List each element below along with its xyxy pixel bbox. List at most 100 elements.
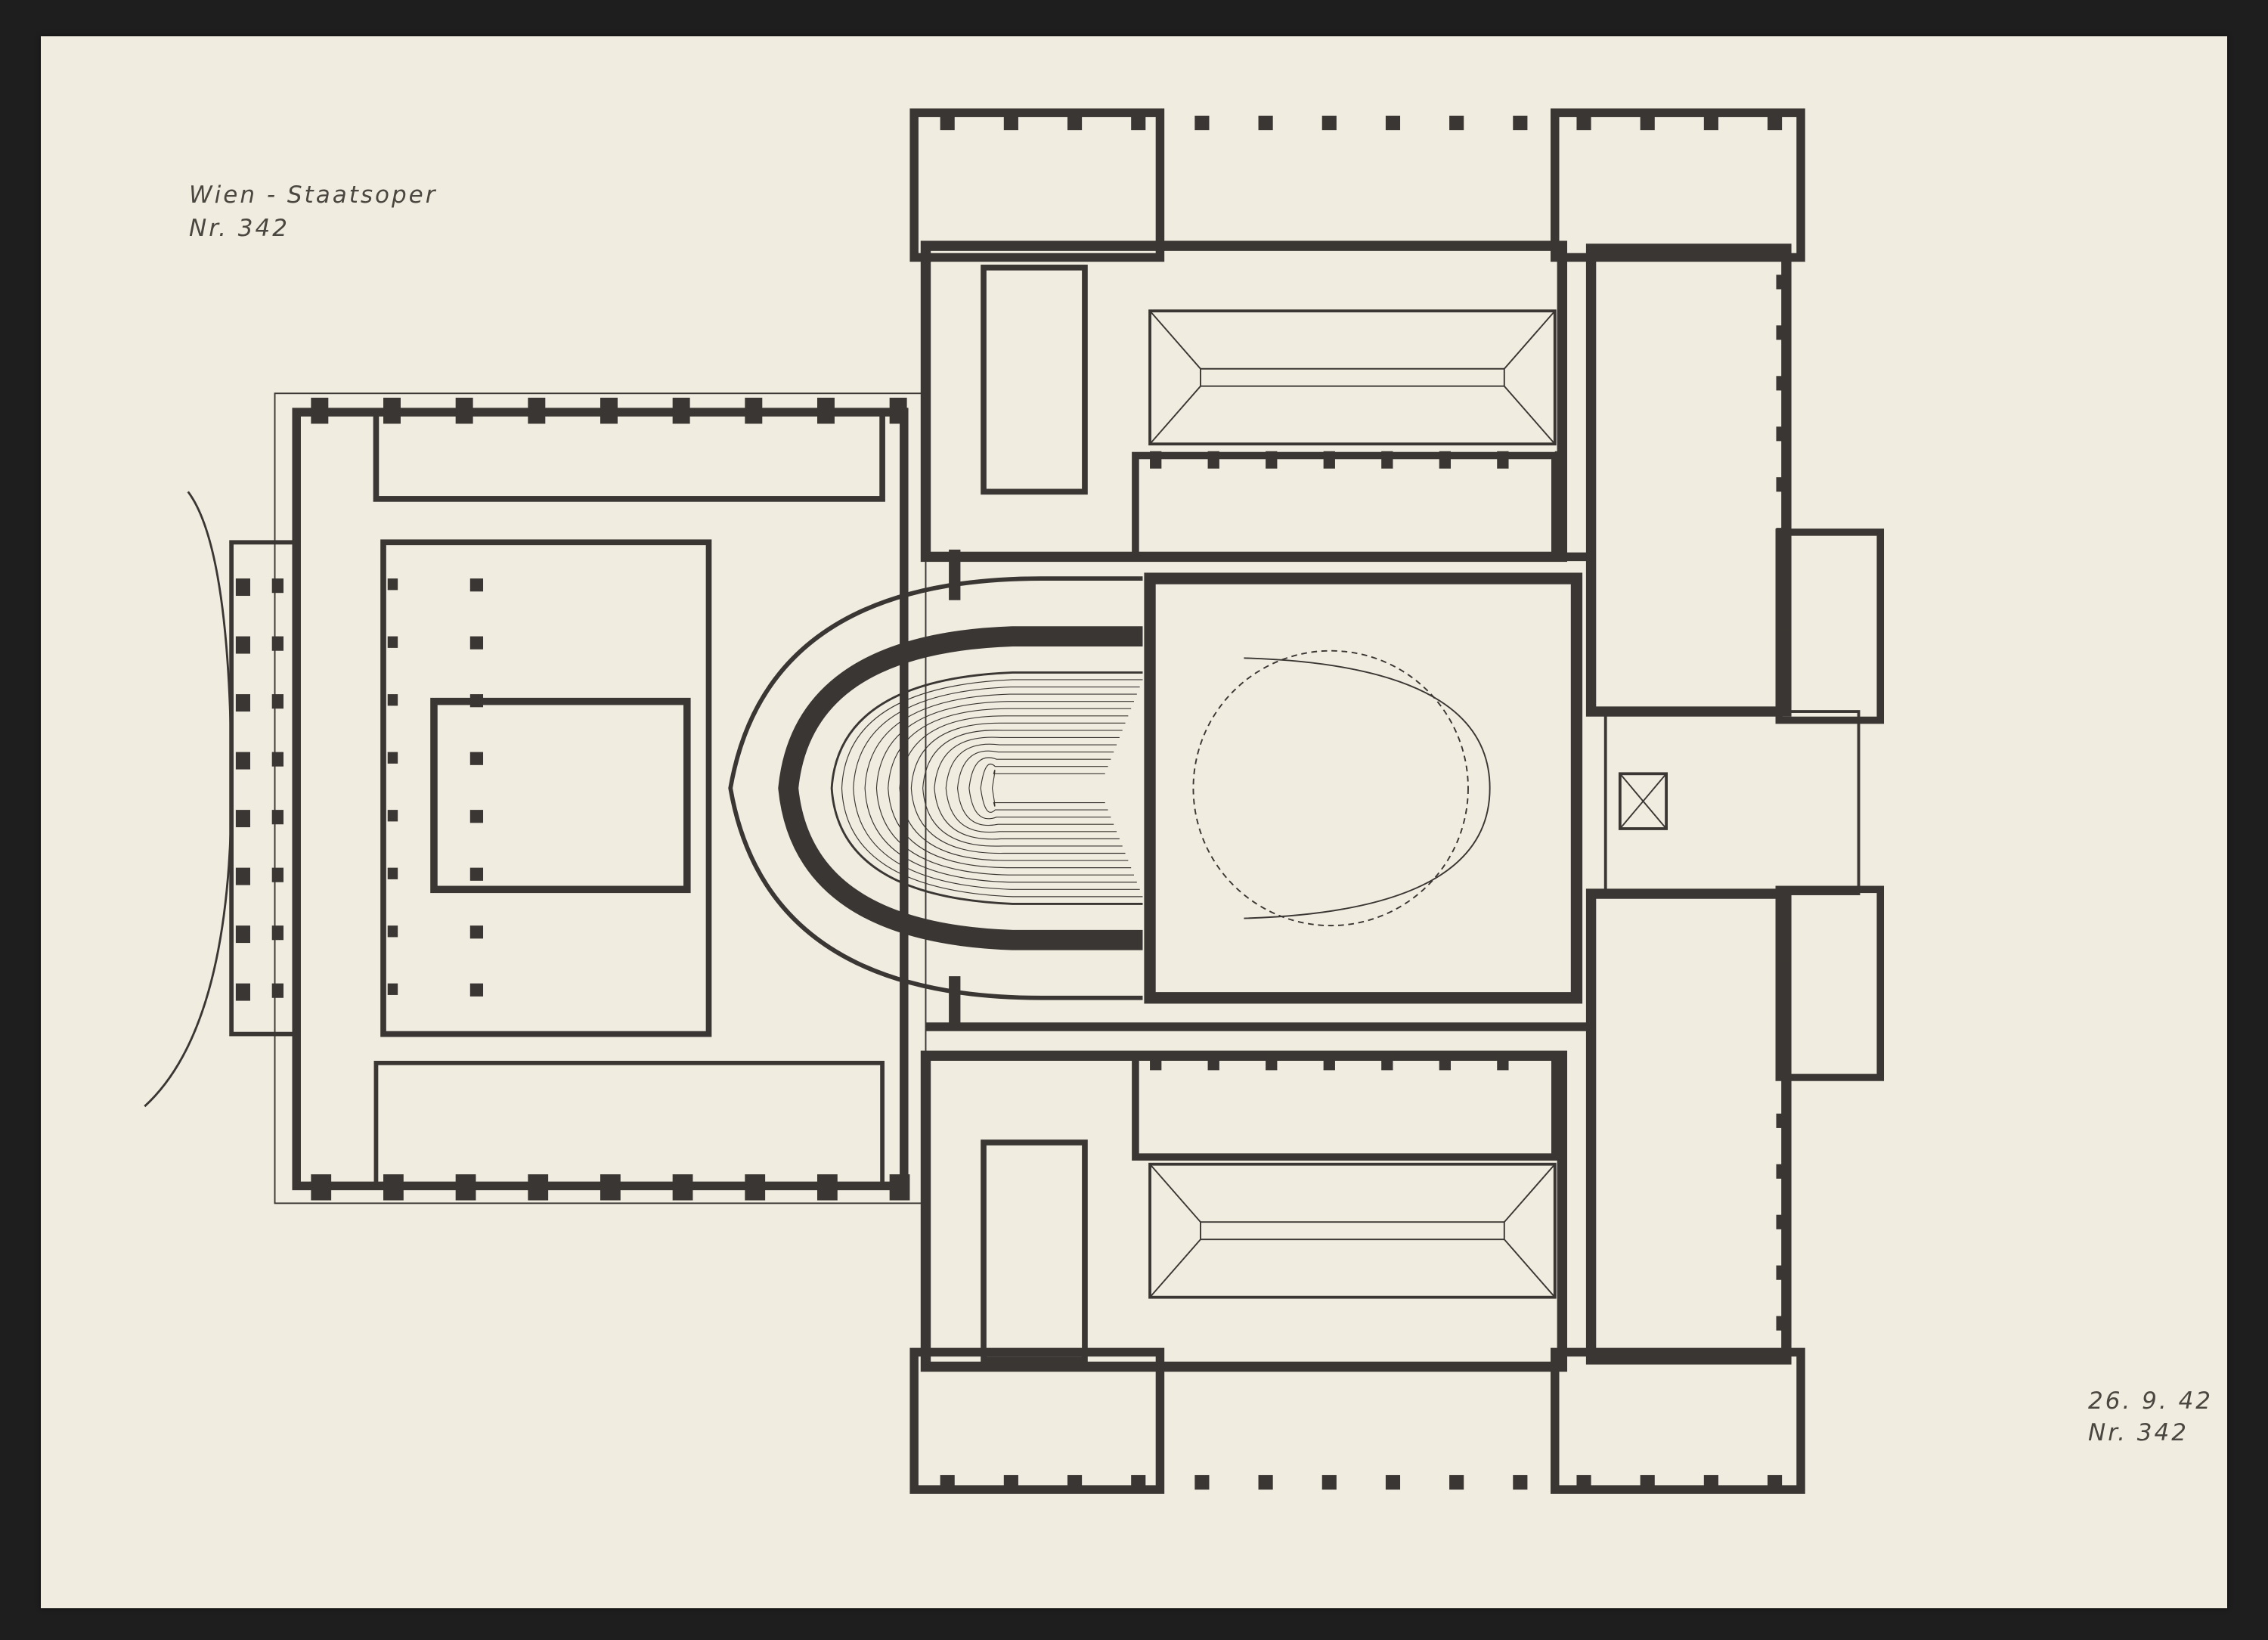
pier [469,578,484,592]
pier [528,1174,549,1201]
pier [469,636,484,649]
pier [1776,629,1791,644]
pier [387,867,398,879]
pier [387,694,398,706]
pier [1449,116,1464,131]
pier [1449,1474,1464,1490]
pier [1640,116,1655,131]
seat-row [853,686,1140,890]
pier [387,810,398,822]
date-annotation: 26. 9. 42 Nr. 342 [2088,1385,2213,1449]
pier [1776,1164,1791,1179]
pier [271,810,284,825]
pier [1150,1053,1162,1071]
pier [387,983,398,995]
pier [383,1174,404,1201]
pier [1776,578,1791,594]
pier [271,752,284,767]
pier [1776,325,1791,340]
pier [1776,1316,1791,1331]
pier [1131,1474,1146,1490]
pier [1321,1474,1337,1490]
seat-row [957,750,1114,826]
pier [1576,1474,1591,1490]
drawing-date: 26. 9. 42 [2088,1387,2214,1415]
drawing-number-top: Nr. 342 [189,215,290,242]
seat-row [841,679,1143,898]
pier [469,867,484,881]
pier [1703,1474,1718,1490]
pier [1385,116,1401,131]
pier [1776,961,1791,977]
pier [1067,1474,1083,1490]
pier [672,1174,693,1201]
pier [387,925,398,938]
seat-row [991,770,1105,807]
pier [1776,477,1791,492]
pier [1003,116,1018,131]
pier [383,397,401,424]
pier [1003,1474,1018,1490]
pier [745,397,763,424]
pier [1207,1053,1219,1071]
pier [271,925,284,941]
pier [1554,1053,1567,1071]
pier [455,397,473,424]
pier [387,578,398,591]
seat-row [968,757,1111,820]
pier [1776,1062,1791,1077]
bottom-right-pavilion [1551,1347,1805,1494]
pier [469,983,484,997]
front-wing [274,392,927,1204]
pier [1194,116,1210,131]
pier [600,397,618,424]
pier [1266,451,1278,469]
drawing-title-annotation: Wien - Staatsoper Nr. 342 [189,178,437,245]
seat-row [922,730,1123,847]
pier [271,636,284,651]
pier [1258,1474,1273,1490]
pier [1776,1113,1791,1128]
pier [816,1174,838,1201]
pier [235,983,250,1001]
pier [1131,116,1146,131]
pier [1703,116,1718,131]
pier [1513,116,1528,131]
pier [1439,451,1452,469]
pier [469,752,484,765]
pier [1207,451,1219,469]
pier [387,752,398,764]
pier [311,1174,332,1201]
pier [889,397,907,424]
pier [1497,1053,1509,1071]
pier [1385,1474,1401,1490]
pier [1513,1474,1528,1490]
pier [1776,1214,1791,1229]
drawing-number-bottom: Nr. 342 [2088,1419,2189,1446]
seat-row [945,743,1117,833]
pier [1768,116,1783,131]
pier [1067,116,1083,131]
pier [387,636,398,648]
pier [1323,451,1335,469]
top-right-pavilion [1551,108,1805,262]
pier [1776,274,1791,290]
pier [1321,116,1337,131]
pier [1150,451,1162,469]
pier [271,983,284,998]
auditorium [778,626,1143,950]
pier [816,397,835,424]
pier [1640,1474,1655,1490]
pier [1381,451,1393,469]
pier [889,1174,910,1201]
drawing-sheet [41,36,2227,1608]
pier [271,578,284,594]
backstage-wing-bottom [1585,888,1792,1365]
pier [1576,116,1591,131]
pier [271,694,284,709]
pier [235,578,250,597]
rehearsal-hall-bottom [1148,1162,1557,1299]
pier [469,925,484,939]
pier [1776,528,1791,543]
